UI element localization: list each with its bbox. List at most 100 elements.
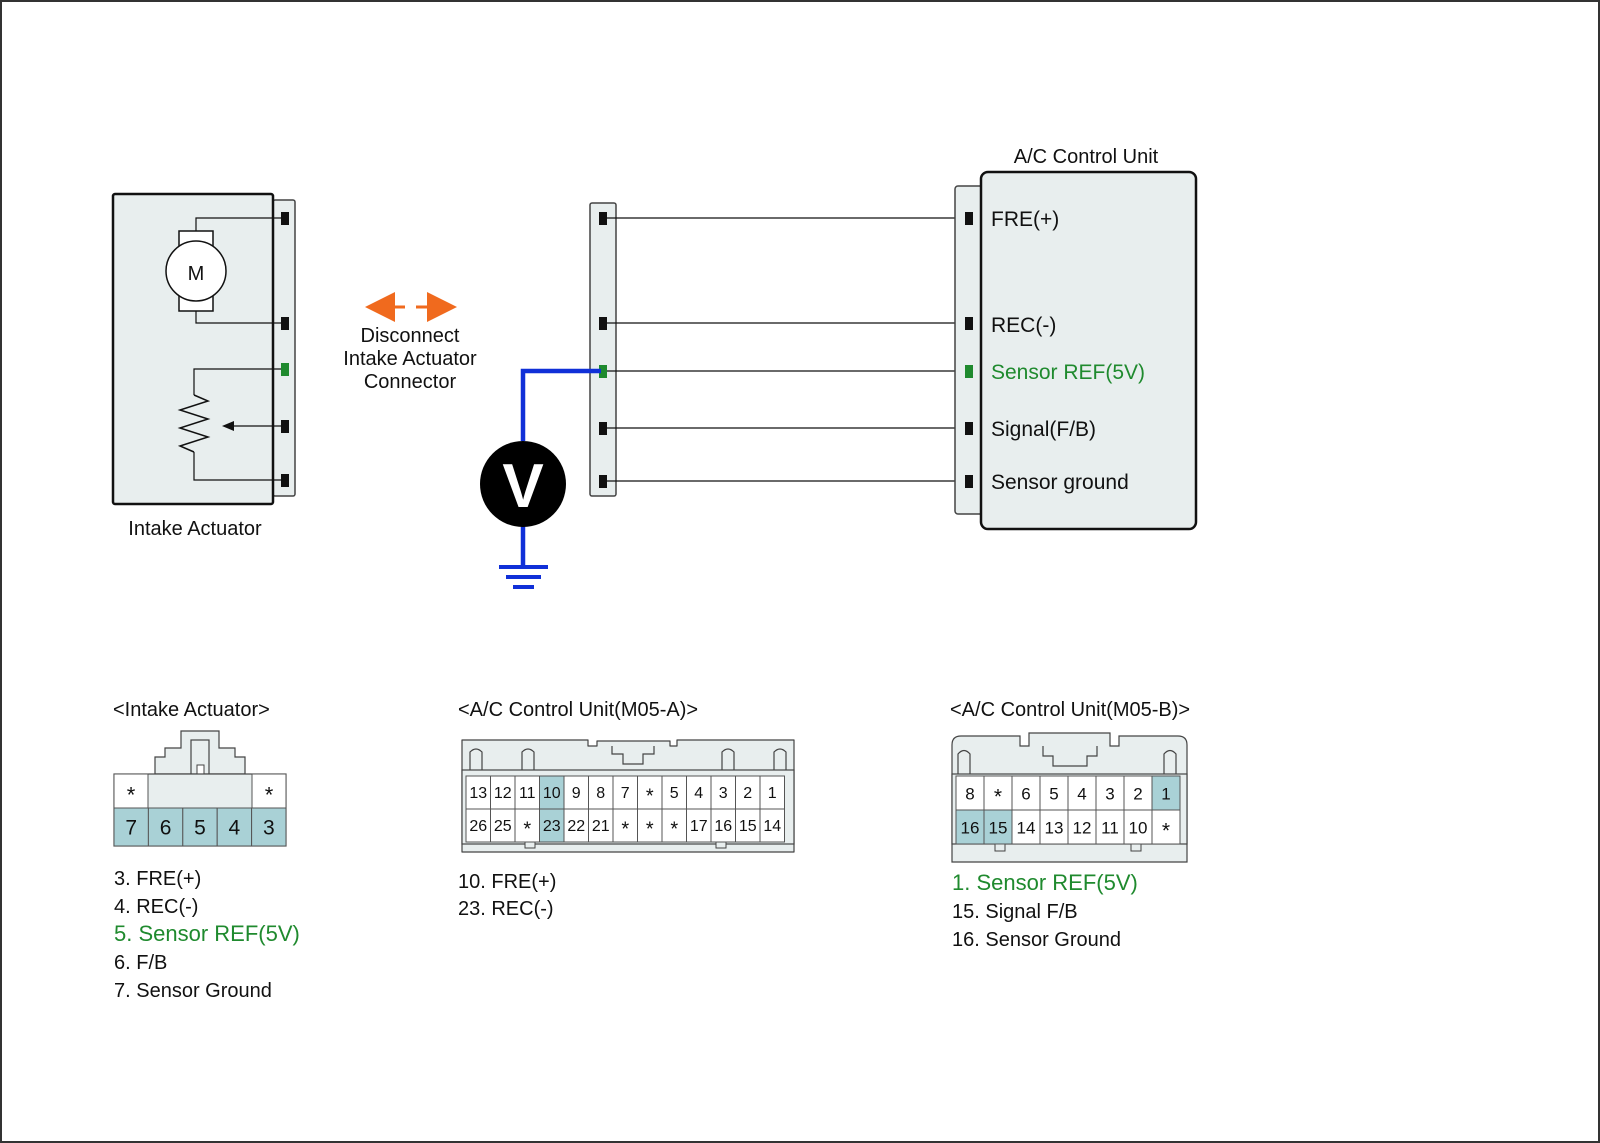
connector-pin-cell: [490, 775, 516, 810]
control-unit-body: [979, 170, 1198, 531]
connector-pin-cell: [735, 775, 761, 810]
connector-pin-number: 8: [965, 785, 974, 804]
connector-pin-cell: [661, 808, 687, 843]
connector-pin-number: 11: [519, 785, 536, 802]
voltmeter: V: [480, 368, 601, 589]
legend-line: 7. Sensor Ground: [114, 980, 272, 1002]
connector-pin-number: *: [523, 819, 531, 841]
connector-pin-cell: [1151, 809, 1181, 845]
voltmeter-icon: [480, 441, 566, 527]
connector-pin-number: 2: [1133, 785, 1142, 804]
connector-pin-cell: [637, 775, 663, 810]
meter-symbol: V: [502, 452, 543, 521]
connector-pin-cell: [539, 808, 565, 843]
ac-control-unit: A/C Control Unit FRE(+) REC(-) Sensor RE…: [954, 146, 1198, 531]
connector-pin-number: 21: [592, 818, 610, 835]
harness-wires: [607, 217, 965, 482]
connector-pin-cell: [735, 808, 761, 843]
legend-line: 1. Sensor REF(5V): [952, 870, 1138, 895]
connector-pin-number: 16: [961, 819, 980, 838]
control-unit-title: A/C Control Unit: [1014, 146, 1159, 168]
legend-line: 10. FRE(+): [458, 871, 556, 893]
legend-line: 16. Sensor Ground: [952, 929, 1121, 951]
connector-pin-number: 26: [469, 818, 487, 835]
connector-pin-number: 5: [1049, 785, 1058, 804]
connector-pin-number: 3: [719, 785, 728, 802]
connector-pin-number: *: [646, 786, 654, 808]
connector-pin-number: 15: [989, 819, 1008, 838]
disconnect-line-1: Disconnect: [361, 325, 460, 347]
connector-pin-number: 3: [263, 817, 275, 840]
actuator-pin: [281, 420, 289, 433]
connector-pin-cell: [182, 807, 218, 847]
pin-label-sensor-ref: Sensor REF(5V): [991, 361, 1145, 384]
connector-pin-number: 17: [690, 818, 708, 835]
connector-pin-cell: [251, 807, 287, 847]
connector-pin-number: 14: [1017, 819, 1036, 838]
connector-pin-cell: [1151, 775, 1181, 811]
ground-icon: [499, 565, 548, 589]
legend-line: 6. F/B: [114, 952, 167, 974]
connector-pin-number: 6: [1021, 785, 1030, 804]
connector-pin-cell: [1039, 775, 1069, 811]
connector-pin-cell: [759, 775, 785, 810]
connector-pin-cell: [983, 775, 1013, 811]
connector-pin-number: 14: [763, 818, 781, 835]
pin-label-fre: FRE(+): [991, 208, 1059, 231]
connector-pin-number: 13: [469, 785, 487, 802]
intake-connector-title: <Intake Actuator>: [113, 699, 270, 721]
connector-pin-cell: [983, 809, 1013, 845]
connector-pin-number: 6: [160, 817, 172, 840]
connector-pin-number: *: [646, 819, 654, 841]
connector-pin-cell: [1123, 809, 1153, 845]
connector-pin-number: 22: [567, 818, 585, 835]
legend-line: 3. FRE(+): [114, 868, 201, 890]
connector-pin-number: 9: [572, 785, 581, 802]
connector-pin-cell: [955, 809, 985, 845]
connector-pin-cell: [1095, 809, 1125, 845]
probe-wire: [520, 368, 601, 441]
legend-line: 4. REC(-): [114, 896, 198, 918]
connector-pin-cell: [1011, 809, 1041, 845]
connector-pin-number: 4: [229, 817, 241, 840]
connector-pin-number: 4: [694, 785, 703, 802]
intake-actuator-schematic: M Intake Actuator: [111, 192, 296, 540]
connector-pin-number: 12: [1073, 819, 1092, 838]
potentiometer-icon: [177, 394, 211, 453]
connector-pin-number: 25: [494, 818, 512, 835]
connector-pin-cell: [1067, 775, 1097, 811]
connector-pin-number: *: [265, 783, 274, 808]
connector-pin-cell: [251, 773, 287, 809]
connector-pin-number: 10: [1129, 819, 1148, 838]
connector-pin-number: *: [670, 819, 678, 841]
connector-pin-cell: [539, 775, 565, 810]
connector-pin-cell: [147, 807, 184, 847]
connector-pin-cell: [710, 808, 736, 843]
actuator-pin: [281, 317, 289, 330]
actuator-pin: [281, 212, 289, 225]
connector-pin-number: 10: [543, 785, 561, 802]
connector-pin-number: 7: [125, 817, 137, 840]
actuator-pin: [281, 474, 289, 487]
legend-line: 5. Sensor REF(5V): [114, 921, 300, 946]
connector-pin-number: *: [994, 786, 1002, 809]
connector-pin-number: *: [127, 783, 136, 808]
connector-pin-cell: [759, 808, 785, 843]
connector-pin-cell: [1039, 809, 1069, 845]
m05a-connector-title: <A/C Control Unit(M05-A)>: [458, 699, 698, 721]
connector-pin-cell: [563, 775, 589, 810]
m05b-connector-title: <A/C Control Unit(M05-B)>: [950, 699, 1190, 721]
connector-pin-number: 5: [194, 817, 206, 840]
disconnect-note: Disconnect Intake Actuator Connector: [343, 292, 477, 393]
disconnect-line-3: Connector: [364, 371, 457, 393]
connector-pin-cell: [216, 807, 253, 847]
connector-pin-number: 7: [621, 785, 630, 802]
connector-pin-number: 2: [743, 785, 752, 802]
connector-pin-number: 11: [1101, 819, 1119, 838]
legend-line: 15. Signal F/B: [952, 901, 1078, 923]
actuator-pin-sensor-ref: [281, 363, 289, 376]
